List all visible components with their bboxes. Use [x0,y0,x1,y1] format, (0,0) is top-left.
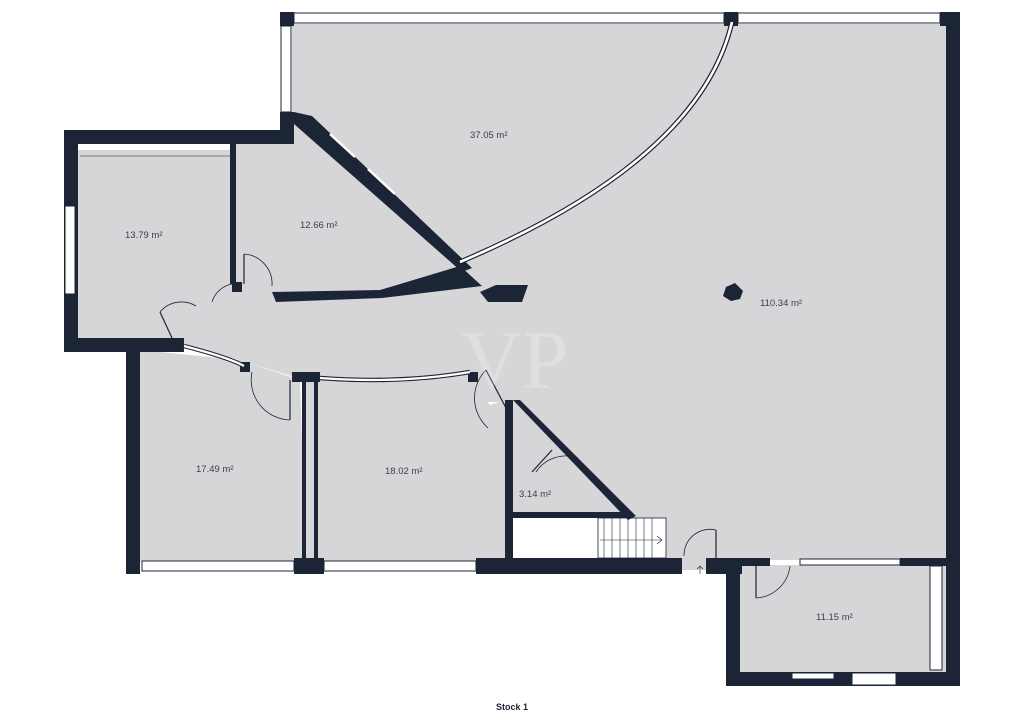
walls [64,12,960,686]
staircase [597,517,667,559]
stair-opening [512,520,598,558]
room-area-triangle-room: 3.14 m² [519,489,551,500]
room-labels: 110.34 m² 37.05 m² 13.79 m² 12.66 m² 17.… [125,130,853,623]
southwest-room-floor [140,350,306,562]
south-room-floor [306,378,505,562]
floor-label: Stock 1 [496,702,528,712]
windows [64,12,943,686]
room-area-wedge-room: 12.66 m² [300,220,338,231]
room-area-north-room: 37.05 m² [470,130,508,141]
watermark-logo: VP [461,314,568,407]
room-area-southwest-room: 17.49 m² [196,464,234,475]
room-area-main-hall: 110.34 m² [760,298,802,309]
room-area-southeast-room: 11.15 m² [816,612,853,623]
room-area-south-room: 18.02 m² [385,466,423,477]
southeast-room-floor [740,565,946,672]
room-area-west-room: 13.79 m² [125,230,163,241]
doors [159,253,791,599]
